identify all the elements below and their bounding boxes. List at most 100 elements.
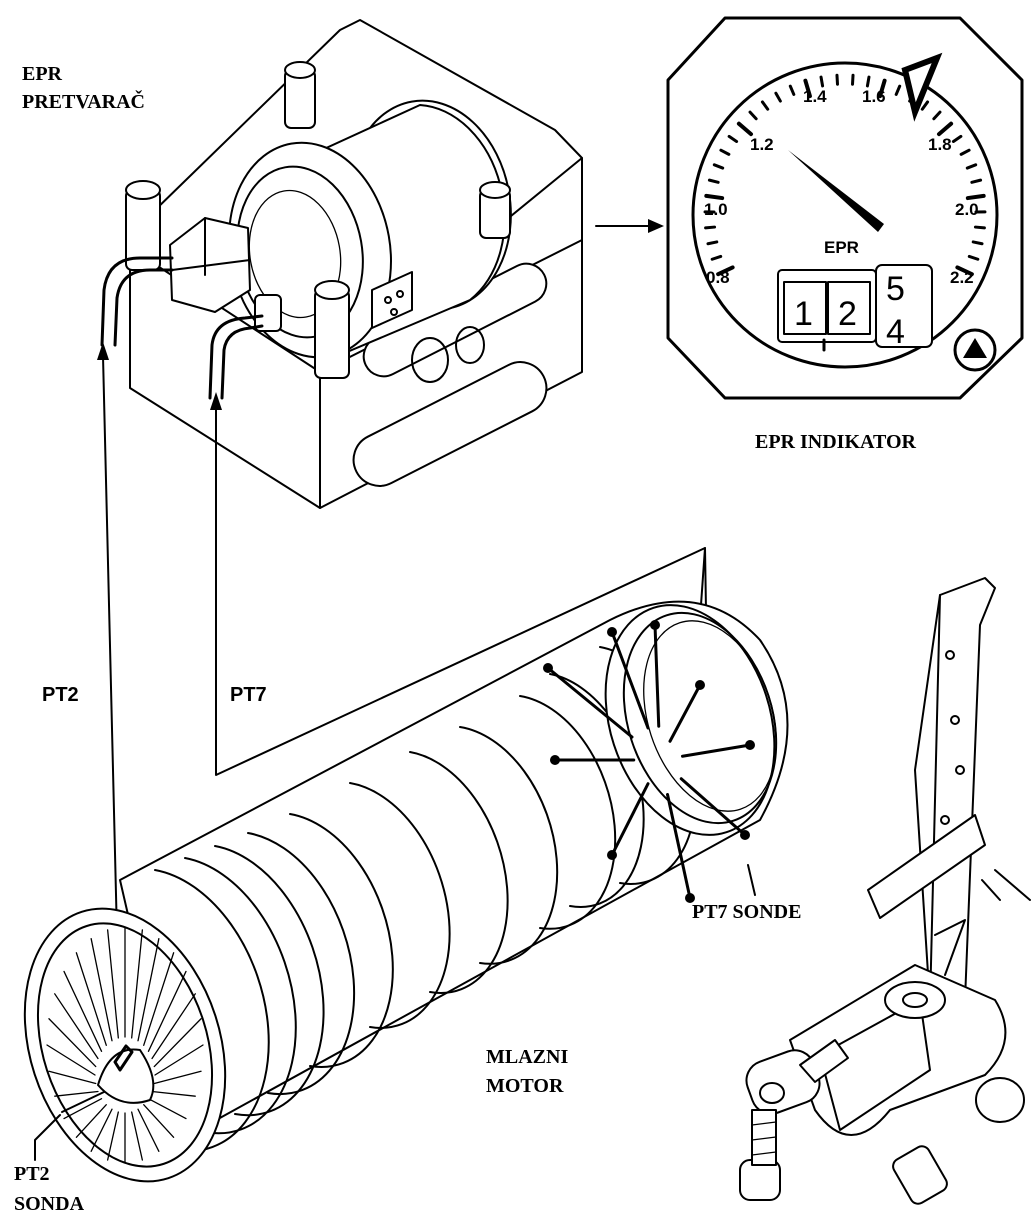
set-knob-icon [953,328,997,372]
gauge-tick [788,84,796,96]
gauge-label-2-2: 2.2 [950,268,974,287]
fan-blades [46,926,204,1164]
gauge-tick [971,240,984,246]
gauge-tick [970,178,983,184]
label-pt2-probe-line1: PT2 [14,1163,50,1185]
label-jet-engine-line2: MOTOR [486,1075,564,1097]
casing-ring [459,726,559,965]
casing-ring [349,782,451,1029]
pt7-probe-tip [543,663,553,673]
pt7-probe [681,743,752,758]
fan-blade [46,1044,96,1076]
pt7-probe-tip [745,740,755,750]
gauge-label-1-8: 1.8 [928,135,952,154]
casing-ring [184,857,297,1135]
fan-blade [75,1104,107,1138]
label-epr-transducer-line2: PRETVARAČ [22,89,145,113]
casing-ring [409,751,509,994]
gauge-tick [936,121,954,137]
gauge-label-1-4: 1.4 [803,87,827,106]
pt7-probe-tip [550,755,560,765]
casing-ring [154,869,270,1153]
pt7-probe [653,623,661,728]
pt7-probe [610,782,650,857]
label-epr-transducer-line1: EPR [22,63,63,85]
gauge-tick [727,134,739,143]
gauge-tick [932,110,942,121]
gauge-tick [951,134,963,143]
readout-digit-1: 1 [794,295,813,333]
probe-detail-drawing [739,577,1031,1205]
fan-blade [75,952,107,1046]
epr-pointer [788,150,884,232]
fan-blade [48,1070,97,1085]
label-pt7-line: PT7 [230,684,267,706]
fan-blade [153,1070,202,1085]
gauge-tick [865,75,871,88]
label-epr-indicator: EPR INDIKATOR [755,431,917,453]
gauge-tick [748,110,758,121]
gauge-label-2-0: 2.0 [955,200,979,219]
fan-blade [151,993,196,1060]
casing-ring [247,832,356,1096]
pt7-probe [668,683,702,743]
fan-blade [147,970,187,1052]
fan-blade [90,938,113,1042]
pt7-probe-tip [685,893,695,903]
gauge-tick [803,78,812,99]
fan-blade [63,1098,103,1120]
gauge-tick [973,225,986,230]
fan-blade [63,970,103,1052]
gauge-tick [851,73,855,86]
pt7-probe-rake [543,620,755,903]
gauge-tick [710,254,723,261]
fan-blade [90,1108,113,1152]
fan-blade [106,929,119,1039]
gauge-tick [835,73,839,86]
pt7-probe [546,666,634,739]
readout-digit-2: 2 [838,295,857,333]
gauge-tick [894,84,902,96]
casing-ring [289,813,394,1068]
pt7-probe-tip [740,830,750,840]
fan-blade [143,952,175,1046]
fan-blade [131,1111,144,1161]
fan-blade [54,1090,99,1097]
gauge-tick [774,91,782,103]
label-pt2-line: PT2 [42,684,79,706]
pt7-probe [679,777,747,837]
readout-digit-3: 5 [886,270,905,308]
gauge-tick [704,193,725,201]
fan-blade [154,1044,204,1076]
gauge-tick [736,121,754,137]
gauge-tick [707,178,720,184]
epr-digital-readout: 1 2 5 4 [777,264,933,352]
fan-blade [147,1098,187,1120]
fan-blade [54,993,99,1060]
label-jet-engine-line1: MLAZNI [486,1046,568,1068]
gauge-tick [704,225,717,230]
pt7-probe-tip [650,620,660,630]
readout-digit-4: 4 [886,313,905,351]
gauge-label-1-0: 1.0 [704,200,728,219]
epr-target-bug [901,52,943,122]
gauge-label-0-8: 0.8 [706,268,730,287]
gauge-tick [920,100,930,111]
fan-blade [153,1018,202,1068]
gauge-tick [878,78,887,99]
fan-blade [143,1104,175,1138]
gauge-tick [965,193,986,201]
fan-blade [131,929,144,1039]
gauge-tick [965,163,978,170]
gauge-label-1-2: 1.2 [750,135,774,154]
gauge-tick [959,148,971,156]
pt7-probe-tip [607,850,617,860]
gauge-tick [967,254,980,261]
gauge-label-1-6: 1.6 [862,87,886,106]
pt7-probe [666,793,692,900]
pt7-probe-tip [695,680,705,690]
pt7-probe [610,630,650,730]
pt7-probe-tip [607,627,617,637]
gauge-tick [716,265,735,277]
